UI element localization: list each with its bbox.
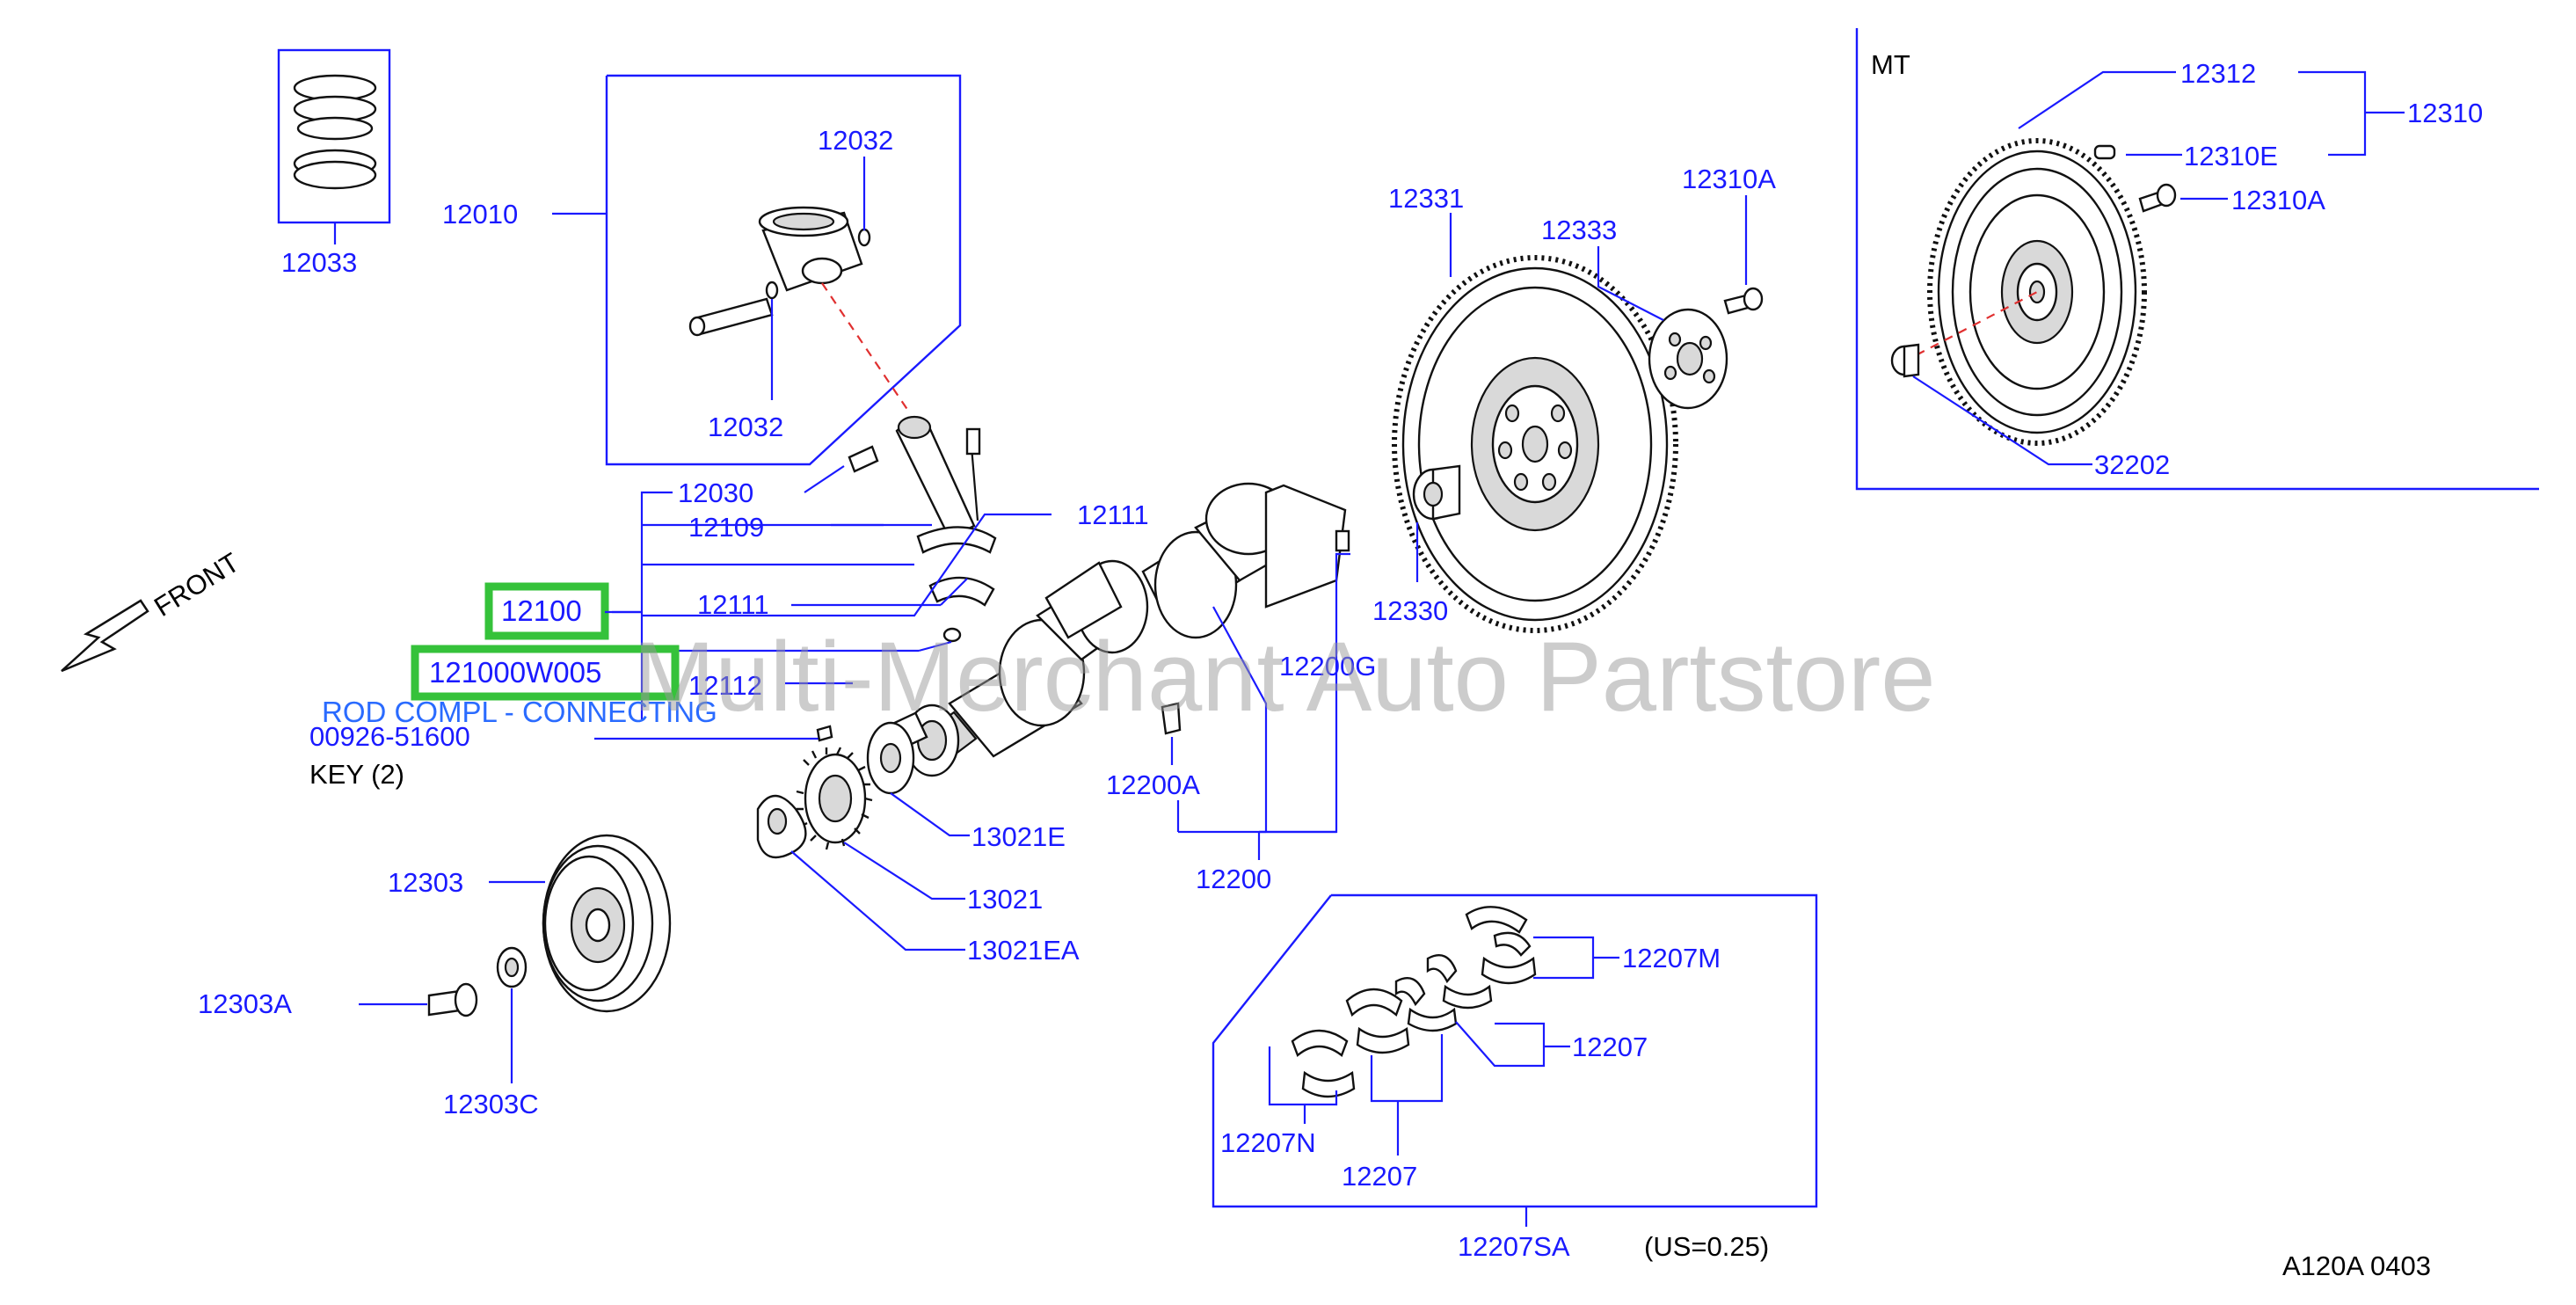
diagram-code: A120A 0403 — [2282, 1250, 2431, 1281]
label-13021[interactable]: 13021 — [967, 884, 1043, 915]
key-text: KEY (2) — [309, 759, 404, 790]
label-12010[interactable]: 12010 — [442, 199, 518, 230]
front-arrow-icon — [61, 599, 149, 673]
drive-plate-flywheel[interactable] — [1392, 255, 1678, 633]
plug[interactable] — [1161, 702, 1182, 735]
rod-bearing-upper[interactable] — [848, 445, 879, 473]
label-12312[interactable]: 12312 — [2180, 58, 2256, 89]
label-13021EA[interactable]: 13021EA — [967, 935, 1080, 966]
label-12111-top[interactable]: 12111 — [1077, 499, 1149, 530]
label-12310E[interactable]: 12310E — [2184, 141, 2278, 171]
label-12207SA[interactable]: 12207SA — [1458, 1231, 1570, 1262]
label-12303A[interactable]: 12303A — [198, 988, 292, 1019]
reinforcement-plate[interactable] — [1648, 308, 1728, 410]
mt-section-label: MT — [1871, 49, 1910, 80]
undersize-note: (US=0.25) — [1644, 1231, 1769, 1262]
main-bearing-shells[interactable] — [1291, 906, 1537, 1098]
label-12200G[interactable]: 12200G — [1279, 651, 1376, 682]
highlight-box-part — [411, 645, 680, 701]
snap-ring-upper[interactable] — [857, 228, 871, 247]
label-12200[interactable]: 12200 — [1196, 864, 1271, 894]
label-12310[interactable]: 12310 — [2407, 98, 2483, 128]
piston[interactable] — [758, 206, 863, 292]
front-direction-label: FRONT — [149, 547, 244, 623]
woodruff-key[interactable] — [816, 725, 833, 742]
pilot-bushing[interactable] — [1412, 464, 1461, 521]
mt-flywheel[interactable] — [1927, 138, 2147, 446]
label-12207N[interactable]: 12207N — [1220, 1127, 1316, 1158]
label-12112[interactable]: 12112 — [688, 670, 762, 701]
label-12032-bottom[interactable]: 12032 — [708, 412, 783, 442]
label-12032-top[interactable]: 12032 — [818, 125, 893, 156]
assembly-number[interactable]: 12100 — [501, 594, 582, 627]
mt-flywheel-bolt[interactable] — [2138, 183, 2177, 213]
label-12030[interactable]: 12030 — [678, 478, 753, 508]
label-12109[interactable]: 12109 — [688, 512, 764, 543]
label-12310A-top[interactable]: 12310A — [1682, 164, 1776, 194]
dowel-pin[interactable] — [2093, 144, 2116, 160]
label-12207M[interactable]: 12207M — [1622, 943, 1721, 973]
crankshaft[interactable] — [874, 482, 1347, 777]
piston-pin[interactable] — [688, 297, 774, 337]
label-12310A-mt[interactable]: 12310A — [2231, 185, 2325, 215]
label-12111-left[interactable]: 12111 — [697, 589, 769, 620]
label-12333[interactable]: 12333 — [1541, 215, 1617, 245]
label-12207-bottom[interactable]: 12207 — [1342, 1161, 1417, 1192]
label-12207-right[interactable]: 12207 — [1572, 1032, 1648, 1062]
pulley-bolt[interactable] — [427, 982, 478, 1017]
label-12303[interactable]: 12303 — [388, 867, 463, 898]
label-13021E[interactable]: 13021E — [971, 821, 1066, 852]
piston-ring-set[interactable] — [277, 48, 391, 224]
label-12330[interactable]: 12330 — [1372, 595, 1448, 626]
label-12200A[interactable]: 12200A — [1106, 769, 1200, 800]
mt-pilot-bushing[interactable] — [1890, 343, 1920, 378]
pilot-pin[interactable] — [1335, 529, 1350, 552]
rod-bearing-lower[interactable] — [928, 576, 995, 643]
watermark: Multi-Merchant Auto Partstore — [633, 622, 1935, 732]
part-number[interactable]: 121000W005 — [429, 656, 601, 689]
crank-pulley[interactable] — [542, 834, 672, 1013]
label-12331[interactable]: 12331 — [1388, 183, 1464, 214]
crank-sprocket[interactable] — [796, 747, 873, 850]
label-32202[interactable]: 32202 — [2094, 449, 2170, 480]
connecting-rod[interactable] — [895, 415, 997, 554]
part-description: ROD COMPL - CONNECTING — [322, 696, 717, 728]
label-12303C[interactable]: 12303C — [443, 1089, 539, 1119]
snap-ring-lower[interactable] — [765, 281, 779, 300]
label-12033[interactable]: 12033 — [281, 247, 357, 278]
key-part-number[interactable]: 00926-51600 — [309, 721, 470, 752]
flywheel-bolt[interactable] — [1723, 287, 1764, 315]
